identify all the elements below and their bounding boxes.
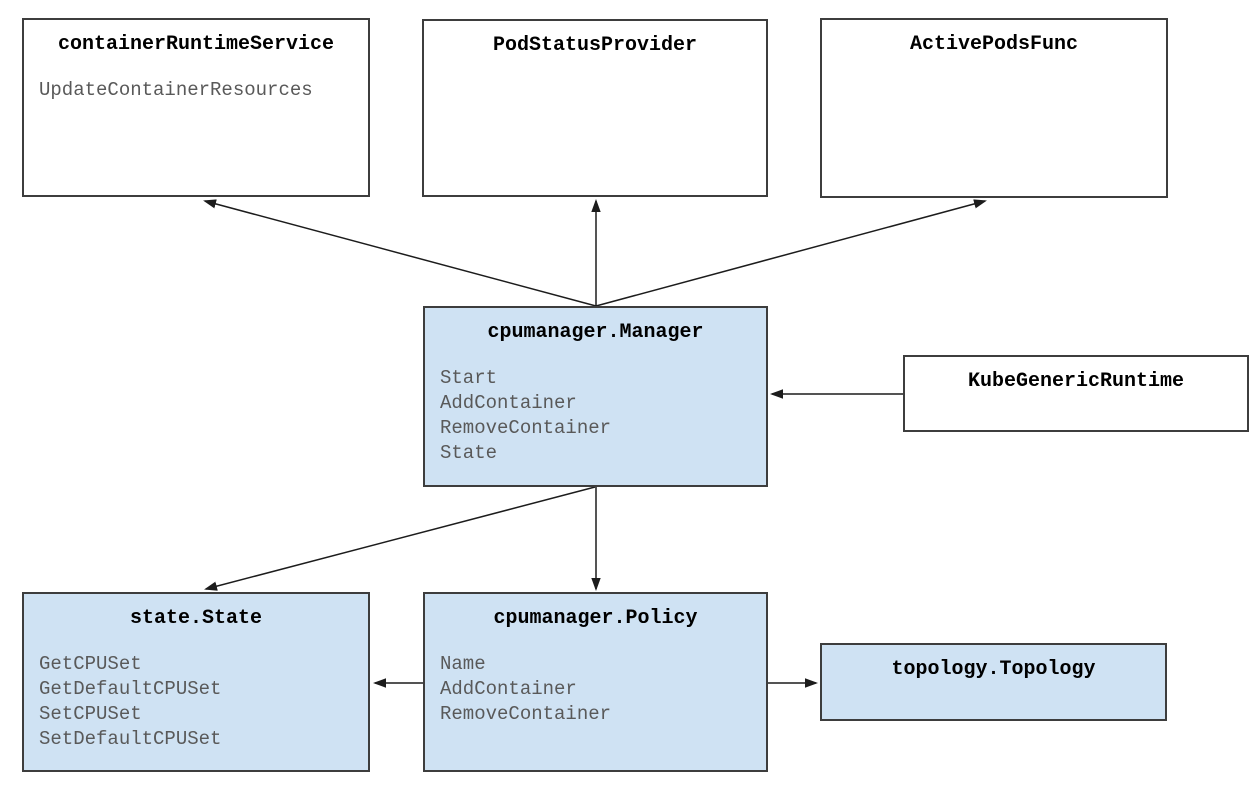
node-method: State bbox=[440, 442, 498, 464]
node-method: UpdateContainerResources bbox=[39, 79, 313, 101]
node-title: containerRuntimeService bbox=[57, 33, 335, 56]
node-method: SetDefaultCPUSet bbox=[39, 728, 222, 750]
node-title: topology.Topology bbox=[891, 658, 1096, 681]
node-title: state.State bbox=[129, 607, 263, 630]
node-title: PodStatusProvider bbox=[492, 34, 698, 57]
node-method: GetCPUSet bbox=[39, 653, 142, 675]
node-method: Name bbox=[440, 653, 486, 675]
node-method: RemoveContainer bbox=[440, 417, 612, 439]
node-kube-generic-runtime: KubeGenericRuntime bbox=[903, 355, 1249, 432]
node-method: GetDefaultCPUSet bbox=[39, 678, 222, 700]
node-method: Start bbox=[440, 367, 498, 389]
node-title: ActivePodsFunc bbox=[909, 33, 1079, 56]
edge-manager-to-state-state bbox=[204, 486, 596, 591]
node-pod-status-provider: PodStatusProvider bbox=[422, 19, 768, 197]
node-method-list: UpdateContainerResources bbox=[39, 78, 368, 103]
node-method: AddContainer bbox=[440, 678, 577, 700]
node-title: cpumanager.Policy bbox=[493, 607, 698, 630]
node-title: cpumanager.Manager bbox=[487, 321, 704, 344]
edge-manager-to-container-runtime-service bbox=[203, 199, 597, 307]
node-container-runtime-service: containerRuntimeService UpdateContainerR… bbox=[22, 18, 370, 197]
node-method: AddContainer bbox=[440, 392, 577, 414]
node-method: SetCPUSet bbox=[39, 703, 142, 725]
edge-manager-to-active-pods-func bbox=[595, 199, 987, 307]
node-topology-topology: topology.Topology bbox=[820, 643, 1167, 721]
node-title: KubeGenericRuntime bbox=[967, 370, 1185, 393]
node-method: RemoveContainer bbox=[440, 703, 612, 725]
node-active-pods-func: ActivePodsFunc bbox=[820, 18, 1168, 198]
